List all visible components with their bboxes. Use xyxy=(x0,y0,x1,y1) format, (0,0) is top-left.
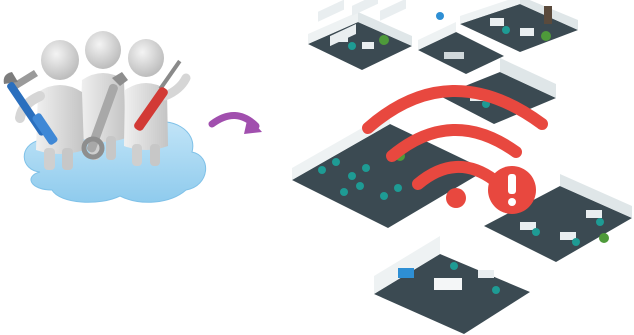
office-room-right xyxy=(484,174,632,262)
office-room-top-middle xyxy=(418,12,504,74)
office-room-top-right xyxy=(460,0,578,52)
support-team-icon xyxy=(3,31,207,203)
office-room-top-left xyxy=(308,12,412,70)
wifi-signal-icon xyxy=(362,85,548,208)
arrow-icon xyxy=(208,112,262,134)
wrench-icon xyxy=(81,72,128,160)
screwdriver-icon xyxy=(134,59,182,131)
hammer-icon xyxy=(3,70,58,145)
office-floor-icon xyxy=(292,0,632,334)
office-room-bottom xyxy=(374,236,530,334)
alert-icon xyxy=(488,166,536,214)
